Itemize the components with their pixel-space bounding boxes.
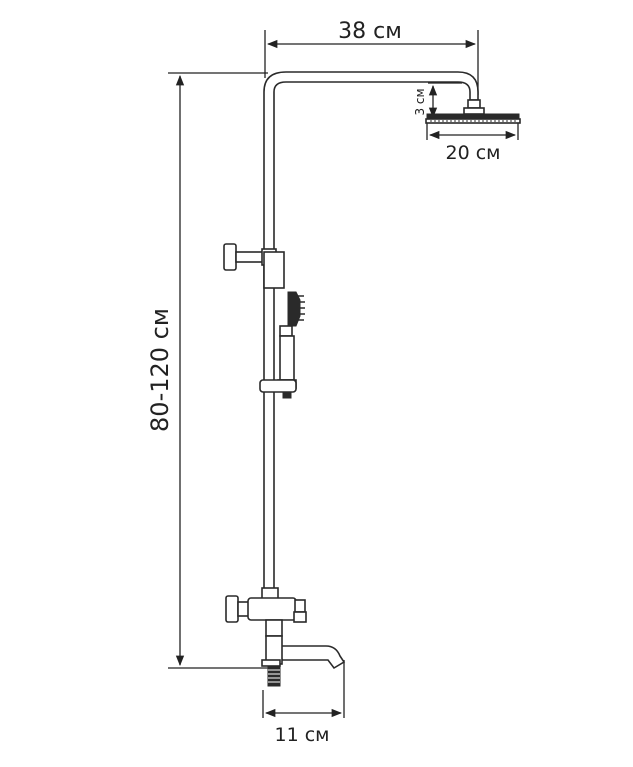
arm-width-label: 38 см xyxy=(338,19,402,44)
dimension-head-diameter: 20 см xyxy=(426,122,519,164)
threaded-inlet xyxy=(267,665,281,687)
mixer-valve xyxy=(225,587,307,623)
spout-length-label: 11 см xyxy=(275,724,330,746)
rain-shower-head xyxy=(425,99,521,124)
bath-spout xyxy=(261,619,346,670)
upper-wall-bracket xyxy=(223,243,285,289)
head-diameter-label: 20 см xyxy=(446,142,501,164)
dimension-total-height: 80-120 см xyxy=(146,72,268,669)
dimension-head-height: 3 см xyxy=(413,82,462,119)
dimension-arm-width: 38 см xyxy=(264,19,479,95)
sliding-holder xyxy=(259,379,297,393)
total-height-label: 80-120 см xyxy=(146,308,174,432)
dimension-spout-length: 11 см xyxy=(262,660,345,746)
head-height-label: 3 см xyxy=(413,88,427,115)
